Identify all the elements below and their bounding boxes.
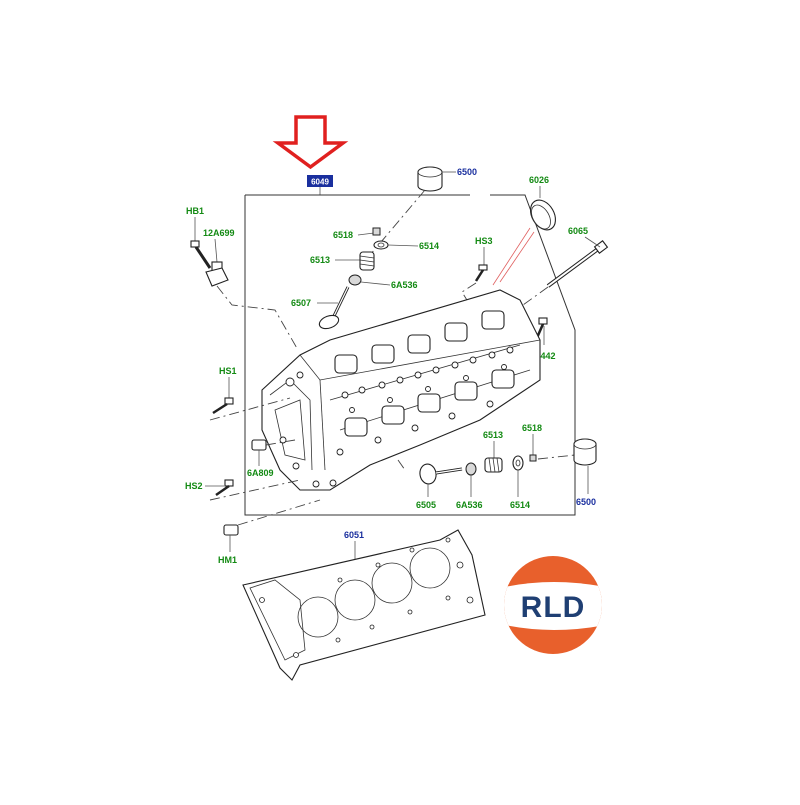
- label-6500-bottom[interactable]: 6500: [576, 497, 596, 507]
- label-6514-top[interactable]: 6514: [419, 241, 439, 251]
- label-6065[interactable]: 6065: [568, 226, 588, 236]
- seal-6a536-bottom[interactable]: [465, 462, 477, 476]
- label-hs1[interactable]: HS1: [219, 366, 237, 376]
- label-6507[interactable]: 6507: [291, 298, 311, 308]
- retainer-6514-top[interactable]: [373, 240, 389, 250]
- main-part-label: 6049: [311, 178, 329, 187]
- seal-6a536-top[interactable]: [348, 274, 362, 286]
- label-hm1[interactable]: HM1: [218, 555, 237, 565]
- dowel-6a809[interactable]: [251, 439, 267, 451]
- cylinder-head[interactable]: [261, 289, 541, 491]
- label-6a809[interactable]: 6A809: [247, 468, 274, 478]
- tappet-top[interactable]: [417, 166, 443, 192]
- label-6a536-bottom[interactable]: 6A536: [456, 500, 483, 510]
- label-6026[interactable]: 6026: [529, 175, 549, 185]
- head-gasket[interactable]: [242, 529, 486, 681]
- label-6513-top[interactable]: 6513: [310, 255, 330, 265]
- stud-hs3[interactable]: [474, 264, 488, 282]
- stud-hs1[interactable]: [212, 397, 234, 415]
- bolt-hb1[interactable]: [190, 240, 212, 269]
- label-hs3[interactable]: HS3: [475, 236, 493, 246]
- label-6514-bottom[interactable]: 6514: [510, 500, 530, 510]
- label-6051[interactable]: 6051: [344, 530, 364, 540]
- label-6505[interactable]: 6505: [416, 500, 436, 510]
- spring-6513-top[interactable]: [359, 251, 375, 271]
- label-hs2[interactable]: HS2: [185, 481, 203, 491]
- valve-6507[interactable]: [318, 286, 350, 331]
- sensor-12a699[interactable]: [205, 261, 229, 287]
- dowel-hm1[interactable]: [223, 524, 239, 536]
- assembly-frame: [244, 194, 576, 516]
- down-arrow-icon: [272, 115, 349, 170]
- valve-6505[interactable]: [418, 463, 463, 485]
- label-9w442[interactable]: 9W442: [527, 351, 556, 361]
- label-6513-bottom[interactable]: 6513: [483, 430, 503, 440]
- label-hb1[interactable]: HB1: [186, 206, 204, 216]
- retainer-6514-bottom[interactable]: [512, 455, 524, 471]
- label-6518-bottom[interactable]: 6518: [522, 423, 542, 433]
- label-6500-top[interactable]: 6500: [457, 167, 477, 177]
- tappet-bottom[interactable]: [573, 438, 597, 466]
- label-6a536-top[interactable]: 6A536: [391, 280, 418, 290]
- stud-hs2[interactable]: [215, 479, 234, 497]
- bolt-6065[interactable]: [546, 240, 609, 288]
- spring-6513-bottom[interactable]: [484, 457, 503, 473]
- label-12a699[interactable]: 12A699: [203, 228, 235, 238]
- main-part-badge[interactable]: [307, 175, 333, 187]
- rld-logo: RLD: [504, 556, 602, 654]
- plug-6026[interactable]: [525, 196, 560, 235]
- label-6518-top[interactable]: 6518: [333, 230, 353, 240]
- logo-text: RLD: [521, 591, 586, 624]
